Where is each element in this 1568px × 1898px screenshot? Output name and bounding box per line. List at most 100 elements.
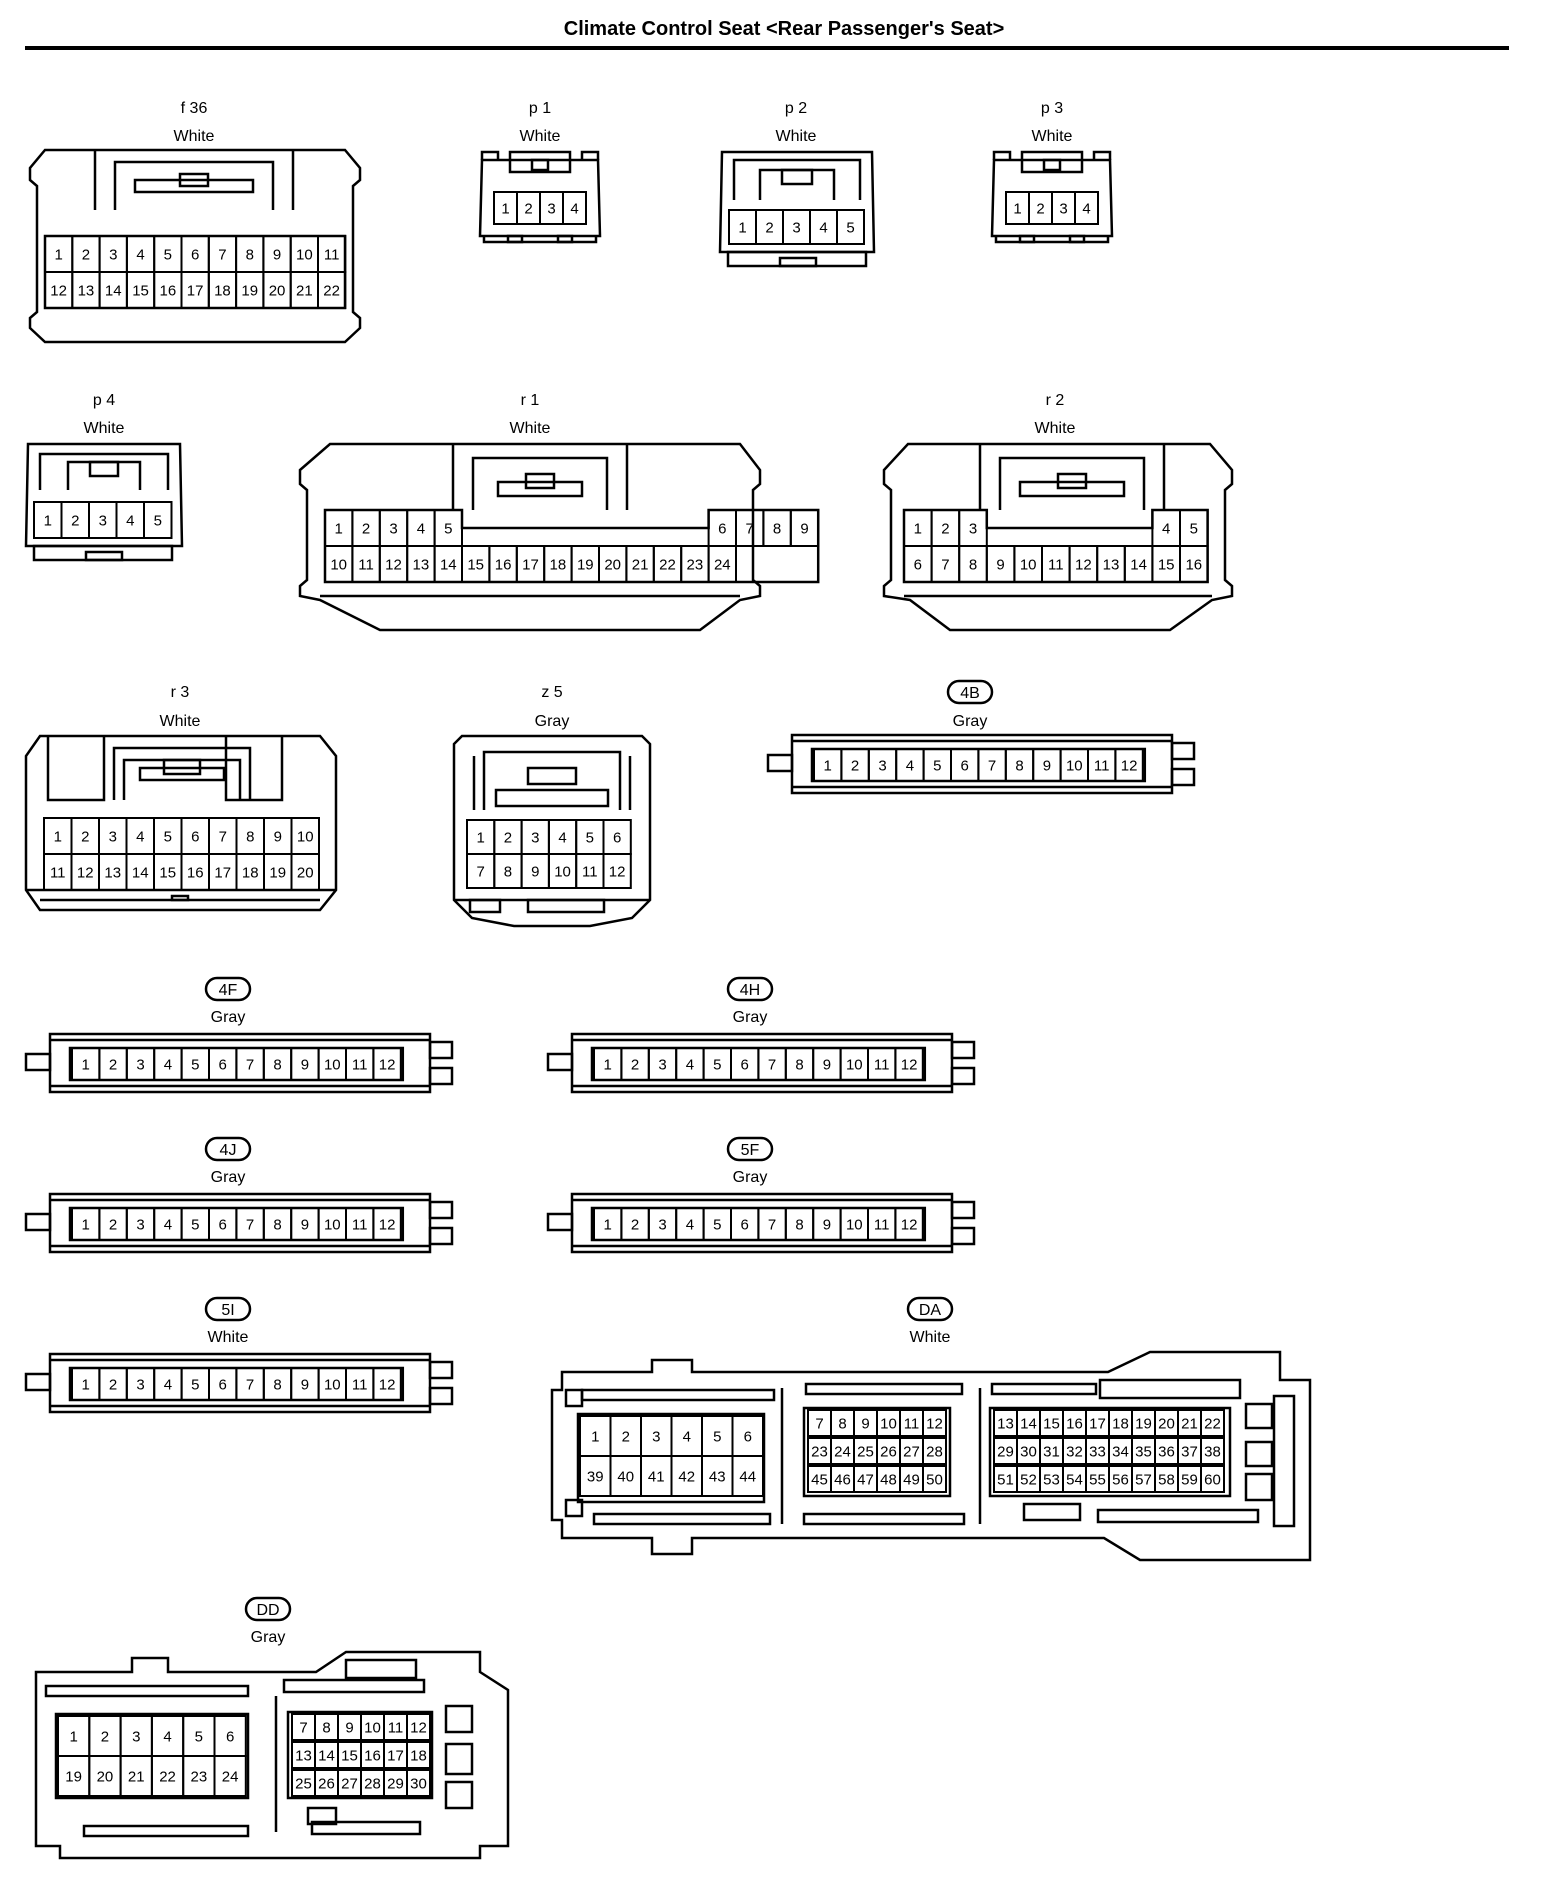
- pin-9: 9: [301, 1217, 309, 1234]
- pin-8: 8: [246, 247, 254, 264]
- pin-13: 13: [104, 865, 121, 882]
- pin-1: 1: [54, 247, 62, 264]
- connector-color-z5: Gray: [535, 713, 570, 730]
- pin-29: 29: [387, 1776, 404, 1793]
- pin-39: 39: [587, 1469, 604, 1486]
- pin-12: 12: [77, 865, 94, 882]
- pin-25: 25: [295, 1776, 312, 1793]
- pin-7: 7: [218, 247, 226, 264]
- pin-7: 7: [246, 1217, 254, 1234]
- pin-7: 7: [246, 1377, 254, 1394]
- pin-11: 11: [352, 1377, 368, 1394]
- pin-15: 15: [1043, 1416, 1060, 1433]
- pin-5: 5: [713, 1429, 721, 1446]
- pin-60: 60: [1204, 1472, 1221, 1489]
- pin-22: 22: [659, 557, 676, 574]
- pin-10: 10: [324, 1217, 341, 1234]
- pin-7: 7: [941, 557, 949, 574]
- pin-10: 10: [846, 1057, 863, 1074]
- pin-12: 12: [50, 283, 67, 300]
- pin-19: 19: [65, 1769, 82, 1786]
- pin-3: 3: [531, 830, 539, 847]
- pin-10: 10: [297, 829, 314, 846]
- pin-5: 5: [846, 220, 854, 237]
- connector-code-r2: r 2: [1046, 392, 1065, 409]
- pin-3: 3: [878, 758, 886, 775]
- pin-3: 3: [136, 1217, 144, 1234]
- pin-24: 24: [834, 1444, 851, 1461]
- pin-1: 1: [604, 1057, 612, 1074]
- pin-2: 2: [362, 521, 370, 538]
- pin-14: 14: [318, 1748, 335, 1765]
- pin-18: 18: [214, 283, 231, 300]
- pin-4: 4: [164, 1057, 172, 1074]
- pin-10: 10: [330, 557, 347, 574]
- connector-code-p1: p 1: [529, 100, 551, 117]
- pin-4: 4: [1082, 201, 1090, 218]
- pin-5: 5: [154, 513, 162, 530]
- connector-code-z5: z 5: [541, 684, 562, 701]
- pin-58: 58: [1158, 1472, 1175, 1489]
- pin-12: 12: [609, 864, 626, 881]
- pin-5: 5: [191, 1217, 199, 1234]
- pin-15: 15: [159, 865, 176, 882]
- pin-14: 14: [105, 283, 122, 300]
- pin-36: 36: [1158, 1444, 1175, 1461]
- pin-3: 3: [658, 1057, 666, 1074]
- pin-9: 9: [274, 829, 282, 846]
- pin-4: 4: [686, 1057, 694, 1074]
- pin-8: 8: [273, 1217, 281, 1234]
- pin-4: 4: [164, 1377, 172, 1394]
- pin-31: 31: [1043, 1444, 1060, 1461]
- pin-3: 3: [652, 1429, 660, 1446]
- pin-1: 1: [335, 521, 343, 538]
- pin-9: 9: [301, 1057, 309, 1074]
- pin-14: 14: [1130, 557, 1147, 574]
- pin-28: 28: [926, 1444, 943, 1461]
- pin-3: 3: [99, 513, 107, 530]
- pin-12: 12: [379, 1217, 396, 1234]
- pin-14: 14: [1020, 1416, 1037, 1433]
- pin-3: 3: [389, 521, 397, 538]
- pin-4: 4: [1162, 521, 1170, 538]
- pin-25: 25: [857, 1444, 874, 1461]
- pin-4: 4: [686, 1217, 694, 1234]
- pin-15: 15: [132, 283, 149, 300]
- pin-43: 43: [709, 1469, 726, 1486]
- pin-53: 53: [1043, 1472, 1060, 1489]
- pin-18: 18: [410, 1748, 427, 1765]
- pin-11: 11: [582, 864, 598, 881]
- connector-color-p3: White: [1032, 128, 1073, 145]
- pin-4: 4: [126, 513, 134, 530]
- pin-5: 5: [713, 1217, 721, 1234]
- pin-4: 4: [570, 201, 578, 218]
- pin-2: 2: [109, 1057, 117, 1074]
- pin-9: 9: [1043, 758, 1051, 775]
- pin-3: 3: [132, 1729, 140, 1746]
- pin-10: 10: [364, 1720, 381, 1737]
- pin-2: 2: [109, 1217, 117, 1234]
- pin-21: 21: [296, 283, 313, 300]
- pin-17: 17: [522, 557, 539, 574]
- pin-56: 56: [1112, 1472, 1129, 1489]
- pin-4: 4: [136, 247, 144, 264]
- pin-9: 9: [996, 557, 1004, 574]
- pin-6: 6: [226, 1729, 234, 1746]
- connector-code-p4: p 4: [93, 392, 115, 409]
- pin-6: 6: [219, 1377, 227, 1394]
- pin-12: 12: [926, 1416, 943, 1433]
- pin-20: 20: [269, 283, 286, 300]
- pin-2: 2: [109, 1377, 117, 1394]
- pin-9: 9: [823, 1057, 831, 1074]
- pin-37: 37: [1181, 1444, 1198, 1461]
- pin-5: 5: [586, 830, 594, 847]
- pin-10: 10: [324, 1057, 341, 1074]
